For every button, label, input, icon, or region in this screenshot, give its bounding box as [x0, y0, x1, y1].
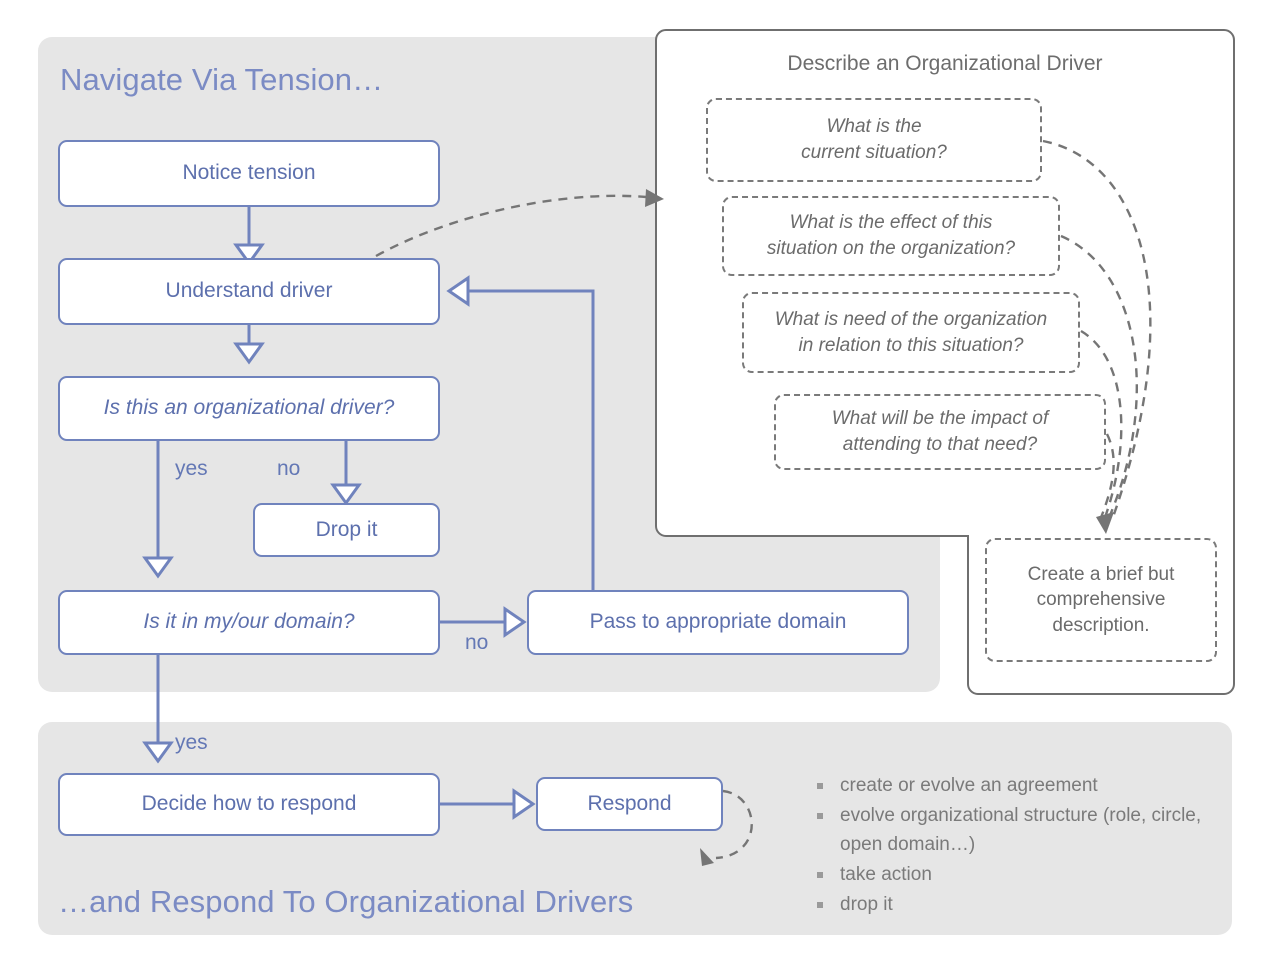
respond-options-list: create or evolve an agreement evolve org…: [812, 772, 1222, 920]
list-item: evolve organizational structure (role, c…: [812, 802, 1222, 860]
node-is-organizational-driver[interactable]: Is this an organizational driver?: [58, 376, 440, 441]
edge-label-yes-in-domain: yes: [175, 731, 208, 754]
list-item: take action: [812, 861, 1222, 890]
list-item: drop it: [812, 891, 1222, 920]
node-is-in-my-our-domain[interactable]: Is it in my/our domain?: [58, 590, 440, 655]
edge-label-no-in-domain: no: [465, 631, 489, 654]
edge-label-no-org-driver: no: [277, 457, 301, 480]
respond-options-ul: create or evolve an agreement evolve org…: [812, 772, 1222, 919]
page-title-respond: …and Respond To Organizational Drivers: [58, 884, 634, 919]
node-understand-driver[interactable]: Understand driver: [58, 258, 440, 325]
node-respond[interactable]: Respond: [536, 777, 723, 831]
page-title-navigate: Navigate Via Tension…: [60, 62, 384, 97]
edge-label-yes-org-driver: yes: [175, 457, 208, 480]
node-notice-tension[interactable]: Notice tension: [58, 140, 440, 207]
node-decide-how-to-respond[interactable]: Decide how to respond: [58, 773, 440, 836]
node-drop-it[interactable]: Drop it: [253, 503, 440, 557]
list-item: create or evolve an agreement: [812, 772, 1222, 801]
